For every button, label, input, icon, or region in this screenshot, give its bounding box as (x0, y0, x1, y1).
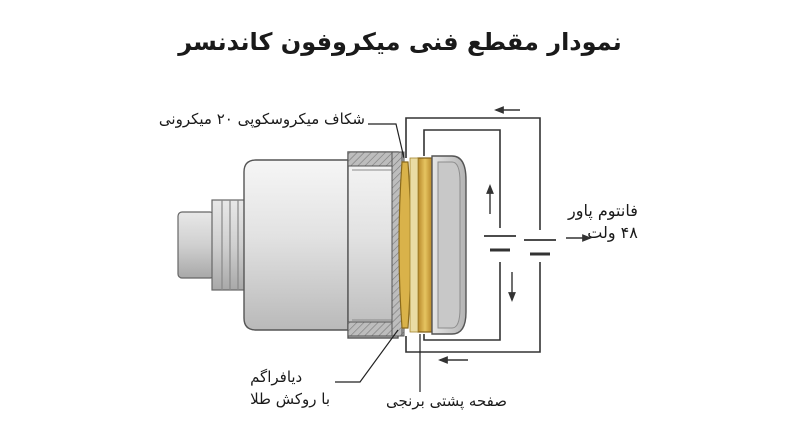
front-cap (431, 155, 467, 335)
label-phantom-power-line2: ۴۸ ولت (587, 223, 638, 242)
microphone-body (243, 151, 405, 339)
label-diaphragm-line2: با روکش طلا (250, 390, 330, 408)
leader-lines (335, 123, 421, 392)
label-diaphragm: دیافراگم با روکش طلا (250, 366, 330, 410)
diagram-title: نمودار مقطع فنی میکروفون کاندنسر (178, 28, 622, 56)
gold-diaphragm (398, 161, 412, 329)
label-phantom-power: فانتوم پاور ۴۸ ولت (568, 200, 638, 244)
label-microscopic-slit: شکاف میکروسکوپی ۲۰ میکرونی (158, 110, 365, 128)
battery-symbol-inner (484, 235, 516, 252)
brass-backplate (409, 157, 433, 333)
connector (177, 199, 249, 291)
battery-symbol-outer (524, 239, 556, 256)
circuit-wiring (405, 117, 541, 353)
label-diaphragm-line1: دیافراگم (250, 368, 303, 386)
label-phantom-power-line1: فانتوم پاور (568, 201, 638, 220)
label-brass-backplate: صفحه پشتی برنجی (386, 392, 507, 410)
current-arrows (438, 106, 592, 364)
